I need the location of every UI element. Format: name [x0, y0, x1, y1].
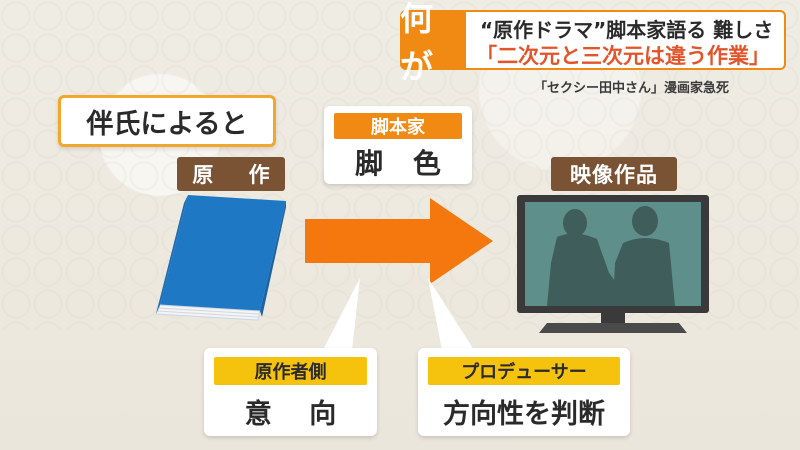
producer-bubble: プロデューサー 方向性を判断 [418, 348, 630, 436]
book-icon [155, 195, 286, 321]
header-title: “原作ドラマ”脚本家語る 難しさ [480, 18, 774, 42]
header-subtitle: 「セクシー田中さん」漫画家急死 [534, 81, 730, 96]
source-label: 伴氏によると [58, 95, 276, 147]
arrow-icon [305, 198, 493, 284]
author-side-tag: 原作者側 [214, 357, 367, 385]
author-side-bubble: 原作者側 意 向 [204, 348, 377, 436]
header-box [466, 10, 786, 70]
producer-value: 方向性を判断 [443, 398, 605, 430]
author-side-value: 意 向 [244, 398, 351, 430]
screenwriter-card: 脚本家 脚 色 [324, 106, 472, 184]
header-quote: 「二次元と三次元は違う作業」 [476, 44, 770, 68]
screenwriter-value: 脚 色 [355, 147, 451, 180]
screenwriter-tag: 脚本家 [334, 113, 462, 139]
header-tag: 何が [400, 0, 466, 86]
original-work-label: 原 作 [177, 157, 285, 191]
producer-tag: プロデューサー [428, 357, 620, 385]
tv-icon [517, 195, 709, 333]
video-work-label: 映像作品 [551, 157, 677, 191]
